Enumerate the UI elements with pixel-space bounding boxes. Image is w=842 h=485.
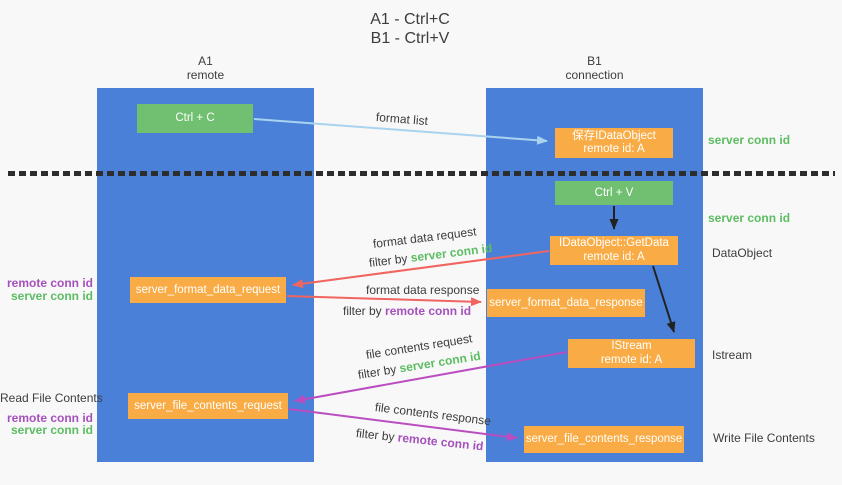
istream-box: IStream remote id: A bbox=[568, 339, 695, 368]
title-line-1: A1 - Ctrl+C bbox=[370, 11, 450, 28]
filter-by-text: filter by bbox=[356, 362, 398, 382]
server-conn-id-annotation-left-1: server conn id bbox=[10, 289, 93, 303]
server-format-data-request-box: server_format_data_request bbox=[130, 277, 286, 303]
server-conn-id-annotation-top: server conn id bbox=[708, 133, 791, 147]
server-file-contents-response-box: server_file_contents_response bbox=[524, 426, 684, 453]
remote-conn-id-annotation-left-2: remote conn id bbox=[6, 411, 93, 425]
save-dataobject-line2: remote id: A bbox=[583, 143, 645, 155]
server-conn-id-annotation-mid: server conn id bbox=[708, 211, 791, 225]
remote-conn-id-text: remote conn id bbox=[397, 430, 485, 454]
lifeline-a1-name: A1 bbox=[198, 54, 213, 68]
read-file-contents-annotation: Read File Contents bbox=[0, 391, 103, 405]
file-contents-response-label: file contents response bbox=[374, 400, 492, 429]
lifeline-a1-role: remote bbox=[186, 68, 225, 82]
filter-by-text: filter by bbox=[355, 426, 396, 445]
istream-annotation: Istream bbox=[712, 348, 753, 362]
server-format-data-response-box: server_format_data_response bbox=[487, 289, 645, 317]
lifeline-header-a1: A1 remote bbox=[97, 54, 314, 82]
remote-conn-id-annotation-left-1: remote conn id bbox=[6, 276, 93, 290]
lifeline-header-b1: B1 connection bbox=[486, 54, 703, 82]
server-conn-id-annotation-left-2: server conn id bbox=[10, 423, 93, 437]
save-dataobject-box: 保存IDataObject remote id: A bbox=[555, 128, 673, 158]
getdata-box: IDataObject::GetData remote id: A bbox=[550, 236, 678, 265]
diagram-title: A1 - Ctrl+C B1 - Ctrl+V bbox=[298, 10, 522, 48]
filter-by-text: filter by bbox=[368, 251, 409, 270]
filter-by-text: filter by bbox=[343, 304, 382, 318]
lifeline-b1-name: B1 bbox=[587, 54, 602, 68]
machine-boundary-dotted-line bbox=[8, 171, 835, 176]
dataobject-annotation: DataObject bbox=[712, 246, 773, 260]
file-contents-response-filter-label: filter by remote conn id bbox=[355, 426, 484, 453]
ctrl-v-box: Ctrl + V bbox=[555, 181, 673, 205]
write-file-contents-annotation: Write File Contents bbox=[713, 431, 815, 445]
getdata-line2: remote id: A bbox=[583, 250, 645, 263]
title-line-2: B1 - Ctrl+V bbox=[370, 30, 450, 47]
server-file-contents-request-box: server_file_contents_request bbox=[128, 393, 288, 419]
ctrl-c-box: Ctrl + C bbox=[137, 104, 253, 133]
remote-conn-id-text: remote conn id bbox=[385, 304, 472, 318]
save-dataobject-line1: 保存IDataObject bbox=[572, 129, 656, 142]
istream-line2: remote id: A bbox=[600, 353, 663, 366]
getdata-line1: IDataObject::GetData bbox=[559, 237, 669, 249]
istream-line1: IStream bbox=[611, 340, 652, 352]
format-data-response-label: format data response bbox=[366, 283, 480, 297]
lifeline-b1-role: connection bbox=[565, 68, 624, 82]
format-data-response-filter-label: filter by remote conn id bbox=[343, 304, 471, 318]
format-list-label: format list bbox=[375, 110, 429, 129]
